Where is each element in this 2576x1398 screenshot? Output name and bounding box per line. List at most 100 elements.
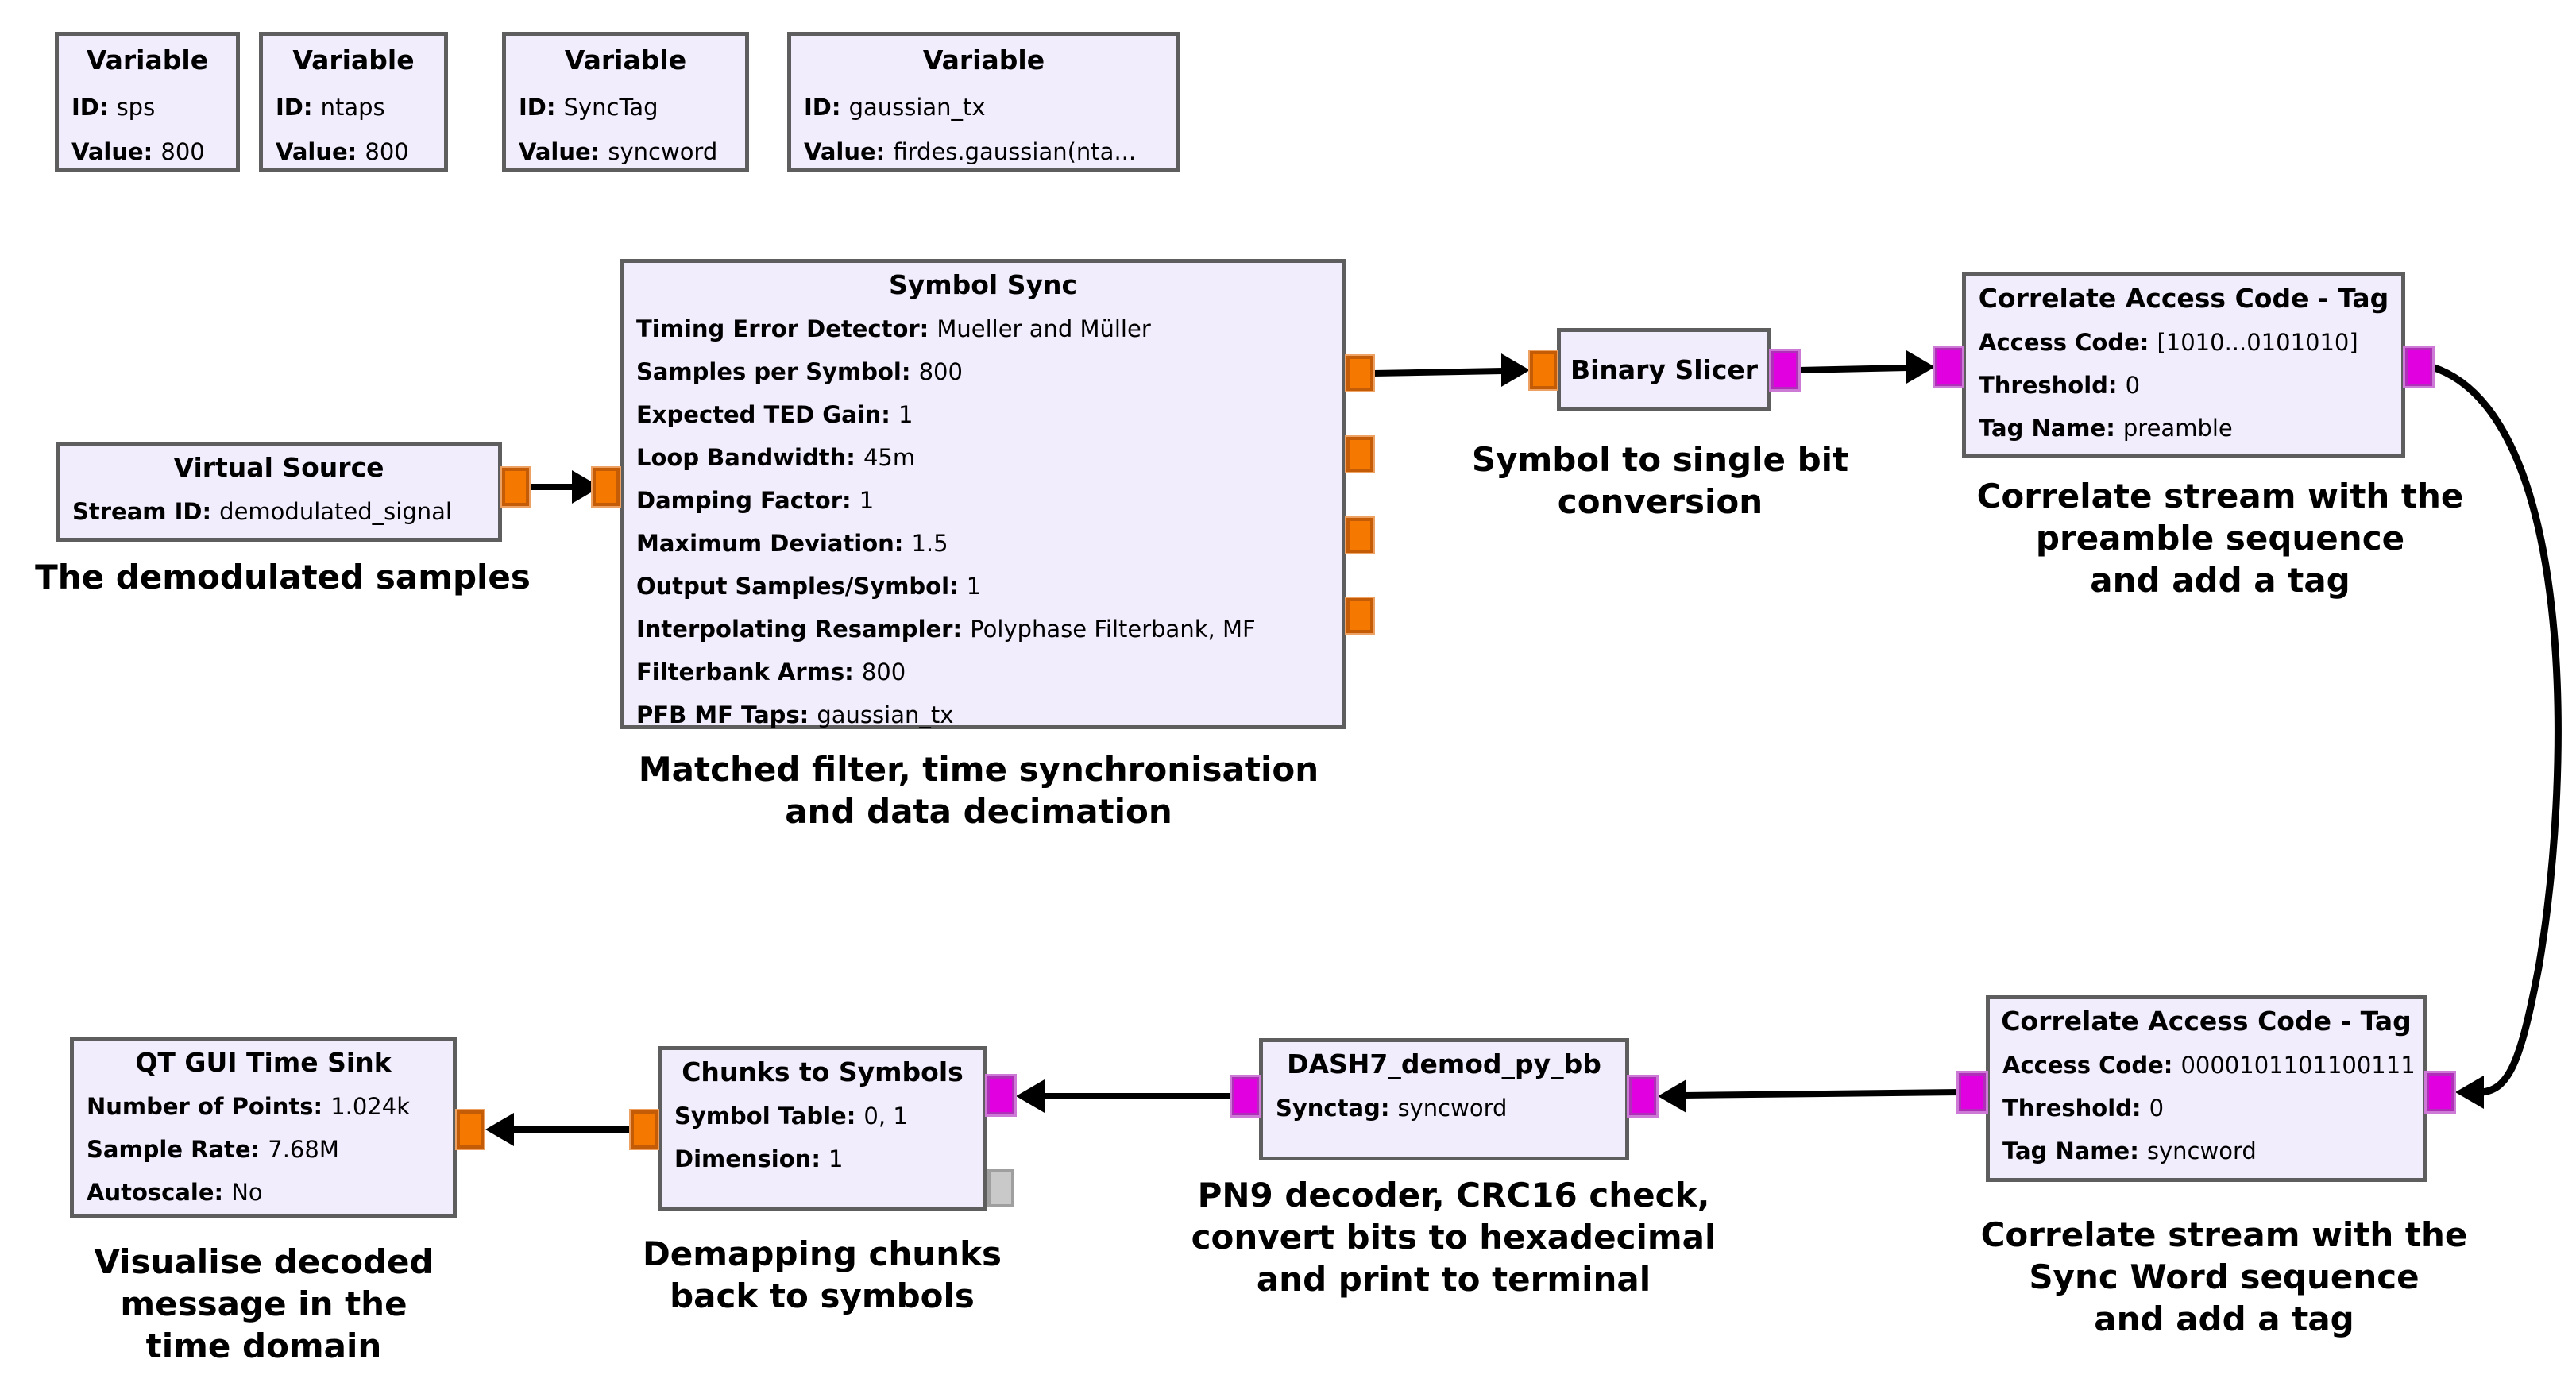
out-port-2[interactable] <box>1345 516 1375 554</box>
block-param: Expected TED Gain: 1 <box>636 401 913 428</box>
caption-line: Symbol to single bit <box>1471 440 1849 479</box>
block-params: Timing Error Detector: Mueller and Mülle… <box>624 307 1342 736</box>
block-correlate-access-code-preamble[interactable]: Correlate Access Code - Tag Access Code:… <box>1933 272 2435 458</box>
caption-line: conversion <box>1557 482 1763 521</box>
out-port[interactable] <box>1230 1075 1261 1118</box>
block-qt-gui-time-sink[interactable]: QT GUI Time Sink Number of Points: 1.024… <box>70 1037 485 1218</box>
in-port[interactable] <box>591 466 621 508</box>
caption-line: preamble sequence <box>2035 519 2405 558</box>
caption-line: convert bits to hexadecimal <box>1191 1218 1717 1257</box>
block-binary-slicer[interactable]: Binary Slicer <box>1528 328 1801 411</box>
wire-chunks-to-timesink[interactable] <box>485 1113 632 1146</box>
block-title: Variable <box>922 44 1045 75</box>
block-param: Autoscale: No <box>87 1179 263 1206</box>
block-param: Dimension: 1 <box>674 1145 844 1172</box>
block-param: Interpolating Resampler: Polyphase Filte… <box>636 616 1256 643</box>
block-param: Synctag: syncword <box>1276 1095 1508 1122</box>
in-port[interactable] <box>1528 350 1558 391</box>
caption-line: and data decimation <box>785 792 1172 831</box>
block-symbol-sync[interactable]: Symbol Sync Timing Error Detector: Muell… <box>591 259 1375 729</box>
out-port-3[interactable] <box>1345 597 1375 635</box>
block-correlate-access-code-syncword[interactable]: Correlate Access Code - Tag Access Code:… <box>1956 995 2456 1182</box>
block-title: Correlate Access Code - Tag <box>2001 1006 2412 1037</box>
caption-line: Matched filter, time synchronisation <box>638 750 1319 789</box>
block-param: ID: gaussian_tx <box>804 94 986 121</box>
block-param: Value: syncword <box>519 138 718 165</box>
wire-symbolsync-to-binaryslicer[interactable] <box>1373 353 1530 387</box>
wire-binaryslicer-to-correlate-preamble[interactable] <box>1798 350 1935 384</box>
block-virtual-source[interactable]: Virtual Source Stream ID: demodulated_si… <box>56 442 531 542</box>
block-param: Timing Error Detector: Mueller and Mülle… <box>636 315 1151 342</box>
caption-line: Visualise decoded <box>94 1242 434 1281</box>
block-param: Filterbank Arms: 800 <box>636 658 906 685</box>
in-port[interactable] <box>985 1074 1017 1117</box>
block-param: Stream ID: demodulated_signal <box>72 498 452 525</box>
wire-dash7-to-chunks[interactable] <box>1016 1079 1234 1113</box>
block-params: Access Code: [1010...0101010]Threshold: … <box>1966 321 2401 450</box>
out-port[interactable] <box>629 1109 659 1150</box>
block-title: DASH7_demod_py_bb <box>1287 1048 1601 1079</box>
out-port[interactable] <box>2403 346 2435 388</box>
out-port[interactable] <box>1956 1071 1988 1114</box>
block-params: Stream ID: demodulated_signal <box>60 490 498 533</box>
in-port[interactable] <box>1627 1075 1659 1118</box>
block-param: Sample Rate: 7.68M <box>87 1136 339 1163</box>
block-param: ID: ntaps <box>276 94 385 121</box>
block-title: Variable <box>564 44 687 75</box>
block-param: ID: SyncTag <box>519 94 658 121</box>
out-port[interactable] <box>500 466 531 508</box>
out-port-1[interactable] <box>1345 435 1375 473</box>
wire-virtualsource-to-symbolsync[interactable] <box>529 470 601 504</box>
caption-line: back to symbols <box>670 1276 975 1315</box>
block-dash7-demod[interactable]: DASH7_demod_py_bb Synctag: syncword <box>1230 1038 1659 1160</box>
caption-line: and add a tag <box>2090 561 2350 600</box>
block-param: Symbol Table: 0, 1 <box>674 1103 908 1130</box>
block-param: Maximum Deviation: 1.5 <box>636 530 948 557</box>
caption-line: Demapping chunks <box>642 1234 1002 1273</box>
caption-line: Correlate stream with the <box>1980 1215 2468 1254</box>
out-port[interactable] <box>1769 349 1801 392</box>
block-param: PFB MF Taps: gaussian_tx <box>636 701 954 728</box>
caption-line: PN9 decoder, CRC16 check, <box>1197 1176 1710 1215</box>
block-param: Tag Name: syncword <box>2002 1137 2257 1164</box>
block-title: Chunks to Symbols <box>682 1056 964 1087</box>
in-port[interactable] <box>1933 346 1964 388</box>
caption-line: and print to terminal <box>1256 1260 1651 1299</box>
wire-correlate-preamble-to-correlate-syncword[interactable] <box>2431 363 2562 1109</box>
caption-line: message in the <box>120 1284 407 1323</box>
in-port[interactable] <box>455 1109 485 1150</box>
block-chunks-to-symbols[interactable]: Chunks to Symbols Symbol Table: 0, 1 Dime… <box>629 1046 1017 1211</box>
out-port-0[interactable] <box>1345 354 1375 392</box>
block-param: Threshold: 0 <box>1979 372 2141 399</box>
block-param: Value: 800 <box>71 138 205 165</box>
block-param: ID: sps <box>71 94 156 121</box>
block-title: Correlate Access Code - Tag <box>1978 283 2389 314</box>
unused-port[interactable] <box>987 1169 1014 1207</box>
block-title: Variable <box>86 44 209 75</box>
block-param: Output Samples/Symbol: 1 <box>636 573 982 600</box>
in-port[interactable] <box>2424 1071 2456 1114</box>
block-param: Value: firdes.gaussian(nta... <box>804 138 1137 165</box>
wire-correlate-syncword-to-dash7[interactable] <box>1658 1079 1961 1113</box>
block-title: Virtual Source <box>173 452 384 483</box>
block-param: Tag Name: preamble <box>1979 415 2233 442</box>
block-title: Binary Slicer <box>1570 354 1759 385</box>
block-title: Variable <box>292 44 415 75</box>
block-param: Damping Factor: 1 <box>636 487 875 514</box>
block-title: QT GUI Time Sink <box>135 1047 392 1078</box>
caption-virtual-source: The demodulated samples <box>5 556 561 598</box>
